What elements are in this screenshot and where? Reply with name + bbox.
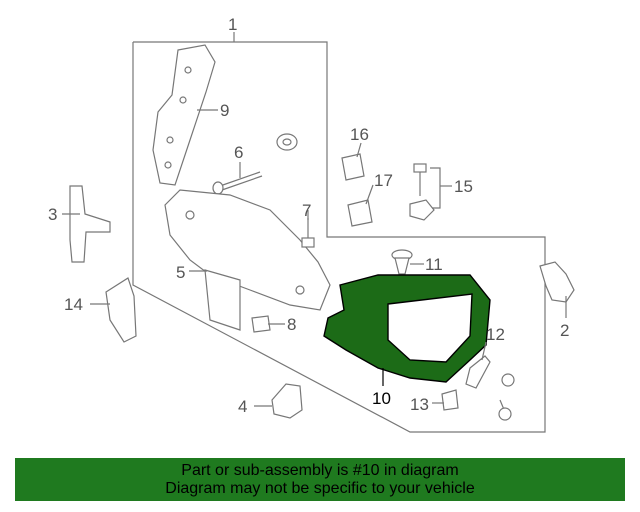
callout-17: 17 (374, 171, 393, 190)
part-14-bracket (105, 277, 137, 343)
parts-diagram: 1 9 6 5 7 8 16 17 (48, 15, 575, 433)
callout-6: 6 (234, 143, 243, 162)
callout-12-leader (481, 341, 487, 361)
callout-3: 3 (48, 205, 57, 224)
info-banner: Part or sub-assembly is #10 in diagram D… (15, 458, 625, 501)
callout-15: 15 (454, 177, 473, 196)
callout-2: 2 (560, 321, 569, 340)
part-5-upper-frame (164, 189, 331, 331)
part-6-bolt (212, 171, 263, 195)
callout-17-leader (365, 184, 374, 205)
part-10-highlighted (323, 274, 491, 383)
callout-8: 8 (287, 315, 296, 334)
part-15-fasteners (409, 163, 435, 221)
part-13-clip (441, 389, 459, 411)
part-16-clip (341, 153, 365, 181)
bolts (498, 373, 515, 421)
part-17-clip (347, 199, 373, 227)
banner-line-2: Diagram may not be specific to your vehi… (165, 480, 475, 497)
callout-16: 16 (350, 125, 369, 144)
part-9-bracket (152, 44, 216, 186)
washer (276, 133, 298, 151)
part-3-bracket (69, 185, 111, 263)
assembly-outline (132, 41, 546, 433)
callout-5: 5 (176, 263, 185, 282)
callout-7: 7 (302, 201, 311, 220)
callout-9: 9 (220, 101, 229, 120)
callout-1: 1 (228, 15, 237, 34)
banner-line-1: Part or sub-assembly is #10 in diagram (181, 462, 459, 479)
callout-11: 11 (425, 255, 443, 274)
part-11-plug (391, 249, 413, 275)
callout-10: 10 (372, 389, 391, 408)
callout-16-leader (356, 142, 362, 158)
part-4-bracket (271, 383, 303, 419)
part-2-bracket (539, 261, 575, 303)
callout-13: 13 (410, 395, 429, 414)
callout-15-leader (430, 167, 441, 209)
callout-12: 12 (486, 325, 505, 344)
callout-14: 14 (64, 295, 83, 314)
part-7-bolt (301, 218, 315, 248)
part-8-clip (251, 315, 271, 333)
callout-4: 4 (238, 397, 247, 416)
